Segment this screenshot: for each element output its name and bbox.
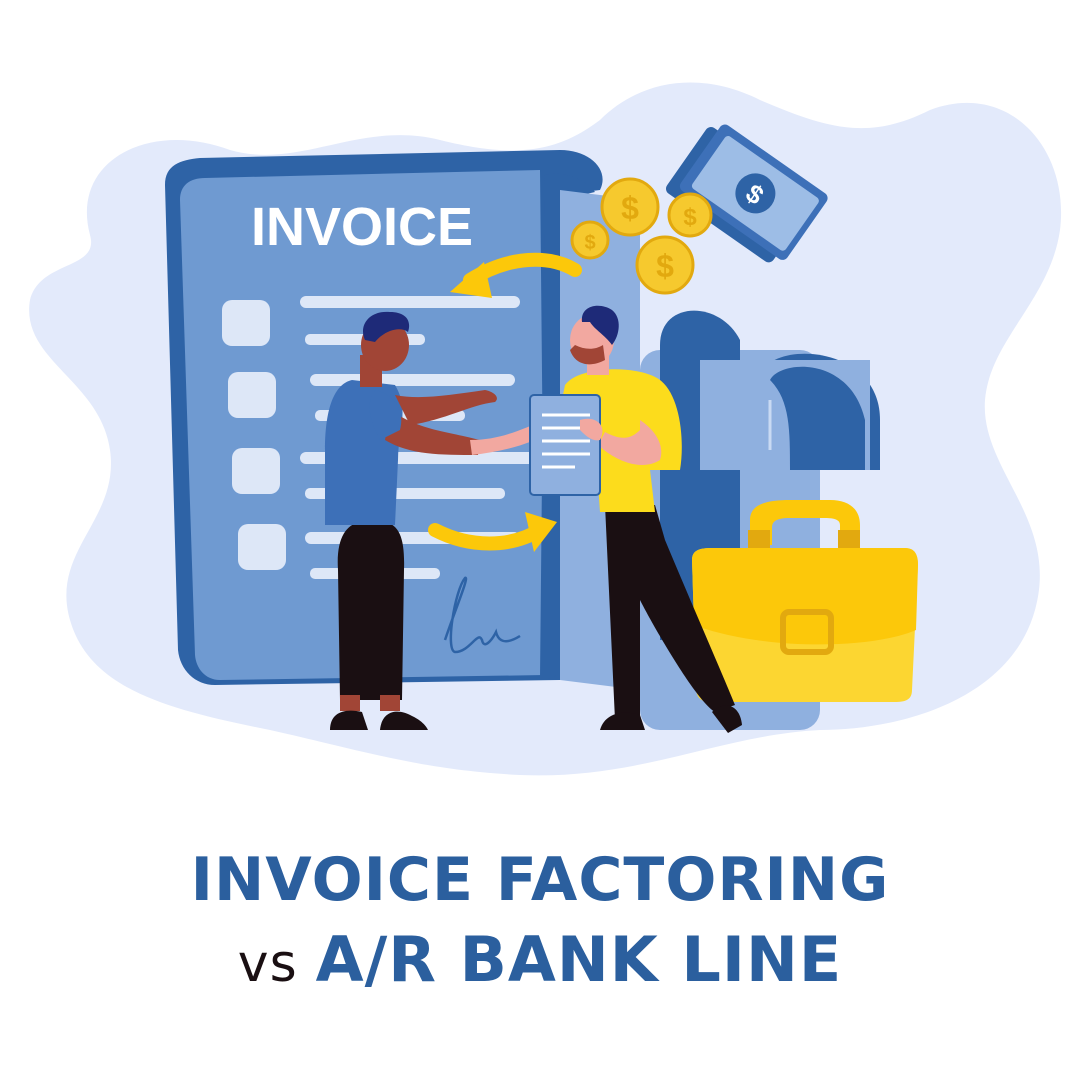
arrow-icon — [525, 512, 557, 552]
briefcase-icon — [692, 500, 918, 702]
coin-icon: $ — [667, 192, 713, 238]
headline: INVOICE FACTORING vs A/R BANK LINE — [0, 840, 1080, 1004]
dollar-bill-icon: $ — [665, 124, 828, 263]
person-icon — [470, 305, 742, 733]
coin-icon: $ — [600, 177, 660, 237]
svg-text:$: $ — [656, 248, 674, 284]
signature-icon — [443, 576, 521, 654]
arrow-icon — [428, 523, 547, 551]
svg-text:$: $ — [584, 232, 595, 254]
svg-text:$: $ — [621, 190, 639, 226]
vs-label: vs — [237, 934, 298, 994]
coin-icon: $ — [570, 220, 610, 260]
person-icon — [325, 311, 497, 730]
headline-line1: INVOICE FACTORING — [190, 845, 890, 915]
headline-line2: A/R BANK LINE — [315, 923, 843, 996]
coin-icon: $ — [635, 235, 695, 295]
illustration: INVOICE $ $ $ $ $ — [29, 82, 1062, 776]
arrow-icon — [450, 262, 492, 298]
clipboard-icon — [529, 394, 601, 496]
svg-text:$: $ — [683, 204, 697, 231]
headline-line2-wrap: vs A/R BANK LINE — [0, 920, 1080, 1004]
invoice-label: INVOICE — [251, 197, 473, 257]
